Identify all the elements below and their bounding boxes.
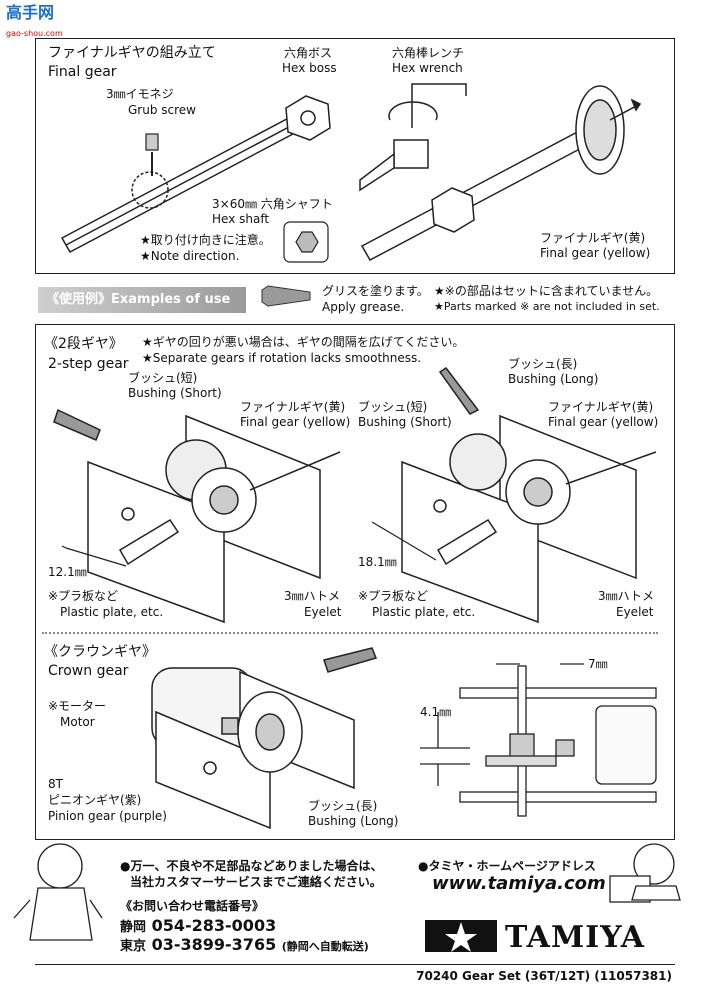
examples-of-use-bar: 《使用例》Examples of use xyxy=(38,287,246,313)
hex-shaft-drawing xyxy=(60,110,310,254)
crown-side-view-drawing xyxy=(420,663,657,817)
crown-title-jp: 《クラウンギヤ》 xyxy=(44,644,156,660)
mascot-right xyxy=(609,843,681,903)
grub-screw-label-jp: 3㎜イモネジ xyxy=(106,87,174,101)
phone-title: 《お問い合わせ電話番号》 xyxy=(120,899,265,913)
site-logo: 高手网 gao-shou.com xyxy=(6,3,63,41)
grease-label-en: Apply grease. xyxy=(322,300,405,314)
site-logo-main: 高手网 xyxy=(6,3,55,22)
right-bushing-short-en: Bushing (Short) xyxy=(358,415,452,429)
tokyo-number: 03-3899-3765 xyxy=(151,935,277,954)
hex-hole-inset xyxy=(283,221,329,263)
mascot-left xyxy=(13,843,103,941)
crown-bushing-long-jp: ブッシュ(長) xyxy=(308,799,378,813)
note-direction-jp: ★取り付け向きに注意。 xyxy=(140,233,271,247)
hex-shaft-label-en: Hex shaft xyxy=(212,212,270,226)
hex-wrench-label-jp: 六角棒レンチ xyxy=(392,46,465,60)
right-final-gear-en: Final gear (yellow) xyxy=(548,415,659,429)
two-step-left-drawing xyxy=(53,408,341,624)
hex-boss-drawing xyxy=(285,95,331,141)
final-gear-title-en: Final gear xyxy=(48,64,117,80)
final-gear-yellow-jp: ファイナルギヤ(黄) xyxy=(540,231,646,245)
left-eyelet-jp: 3㎜ハトメ xyxy=(284,589,340,603)
tamiya-wordmark: TAMIYA xyxy=(505,920,645,955)
right-bushing-long-jp: ブッシュ(長) xyxy=(508,357,578,371)
right-final-gear-jp: ファイナルギヤ(黄) xyxy=(548,400,654,414)
tokyo-phone: 東京 03-3899-3765 (静岡へ自動転送) xyxy=(120,935,369,955)
two-step-note-en: ★Separate gears if rotation lacks smooth… xyxy=(142,351,422,365)
shizuoka-label: 静岡 xyxy=(120,920,147,935)
footer-rule xyxy=(35,964,675,965)
pinion-label-en: Pinion gear (purple) xyxy=(48,809,167,823)
pinion-num: 8T xyxy=(48,777,63,791)
left-plate-jp: ※プラ板など xyxy=(48,589,119,603)
shizuoka-phone: 静岡 054-283-0003 xyxy=(120,916,277,936)
left-eyelet-en: Eyelet xyxy=(304,605,342,619)
crown-gear-drawing xyxy=(151,647,378,830)
contact-line2: 当社カスタマーサービスまでご連絡ください。 xyxy=(130,875,382,889)
final-gear-yellow-en: Final gear (yellow) xyxy=(540,246,651,260)
shizuoka-number: 054-283-0003 xyxy=(151,916,277,935)
right-plate-en: Plastic plate, etc. xyxy=(372,605,476,619)
footer-product-code: 70240 Gear Set (36T/12T) (11057381) xyxy=(416,969,672,983)
left-final-gear-en: Final gear (yellow) xyxy=(240,415,351,429)
hex-wrench-label-en: Hex wrench xyxy=(392,61,463,75)
pinion-label-jp: ピニオンギヤ(紫) xyxy=(48,793,142,807)
tokyo-label: 東京 xyxy=(120,939,147,954)
right-plate-jp: ※プラ板など xyxy=(358,589,429,603)
dim-18-arrow xyxy=(371,521,437,561)
dim-4mm: 4.1㎜ xyxy=(420,705,452,719)
note-direction-en: ★Note direction. xyxy=(140,249,240,263)
hex-boss-label-en: Hex boss xyxy=(282,61,337,75)
dim-7mm: 7㎜ xyxy=(588,657,608,671)
left-plate-en: Plastic plate, etc. xyxy=(60,605,164,619)
dim-12-arrow xyxy=(61,545,127,567)
hex-shaft-label-jp: 3×60㎜ 六角シャフト xyxy=(212,197,333,211)
two-step-title-jp: 《2段ギヤ》 xyxy=(44,336,123,352)
homepage-url[interactable]: www.tamiya.com xyxy=(432,873,606,894)
right-eyelet-jp: 3㎜ハトメ xyxy=(598,589,654,603)
final-gear-frame xyxy=(35,38,675,274)
tamiya-star-icon xyxy=(425,920,497,952)
not-included-en: ★Parts marked ※ are not included in set. xyxy=(434,300,660,313)
left-dim: 12.1㎜ xyxy=(48,565,87,579)
two-step-note-jp: ★ギヤの回りが悪い場合は、ギヤの間隔を広げてください。 xyxy=(142,335,465,349)
right-dim: 18.1㎜ xyxy=(358,555,397,569)
right-bushing-long-en: Bushing (Long) xyxy=(508,372,599,386)
grease-tube-icon xyxy=(261,285,311,307)
hex-boss-label-jp: 六角ボス xyxy=(284,46,333,60)
left-final-gear-jp: ファイナルギヤ(黄) xyxy=(240,400,346,414)
site-logo-sub: gao-shou.com xyxy=(6,29,63,39)
two-step-right-drawing xyxy=(401,366,657,624)
final-gear-title-jp: ファイナルギヤの組み立て xyxy=(48,45,216,61)
grub-screw-label-en: Grub screw xyxy=(128,103,196,117)
tamiya-logo: TAMIYA xyxy=(425,918,673,958)
motor-label-jp: ※モーター xyxy=(48,699,107,713)
grub-screw-drawing xyxy=(145,133,159,176)
grease-label-jp: グリスを塗ります。 xyxy=(322,284,429,298)
not-included-jp: ★※の部品はセットに含まれていません。 xyxy=(434,284,659,298)
final-gear-assembly-drawing xyxy=(360,85,642,262)
two-step-title-en: 2-step gear xyxy=(48,356,129,372)
crown-bushing-long-en: Bushing (Long) xyxy=(308,814,399,828)
right-bushing-short-jp: ブッシュ(短) xyxy=(358,400,428,414)
left-bushing-short-jp: ブッシュ(短) xyxy=(128,371,198,385)
tokyo-note: (静岡へ自動転送) xyxy=(281,940,369,953)
crown-title-en: Crown gear xyxy=(48,663,129,679)
examples-frame xyxy=(35,324,675,840)
left-bushing-short-en: Bushing (Short) xyxy=(128,386,222,400)
contact-line1: ●万一、不良や不足部品などありました場合は、 xyxy=(120,859,383,873)
right-eyelet-en: Eyelet xyxy=(616,605,654,619)
section-divider xyxy=(42,632,658,634)
motor-label-en: Motor xyxy=(60,715,95,729)
homepage-label: ●タミヤ・ホームページアドレス xyxy=(418,859,596,873)
hex-wrench-drawing xyxy=(359,83,467,192)
